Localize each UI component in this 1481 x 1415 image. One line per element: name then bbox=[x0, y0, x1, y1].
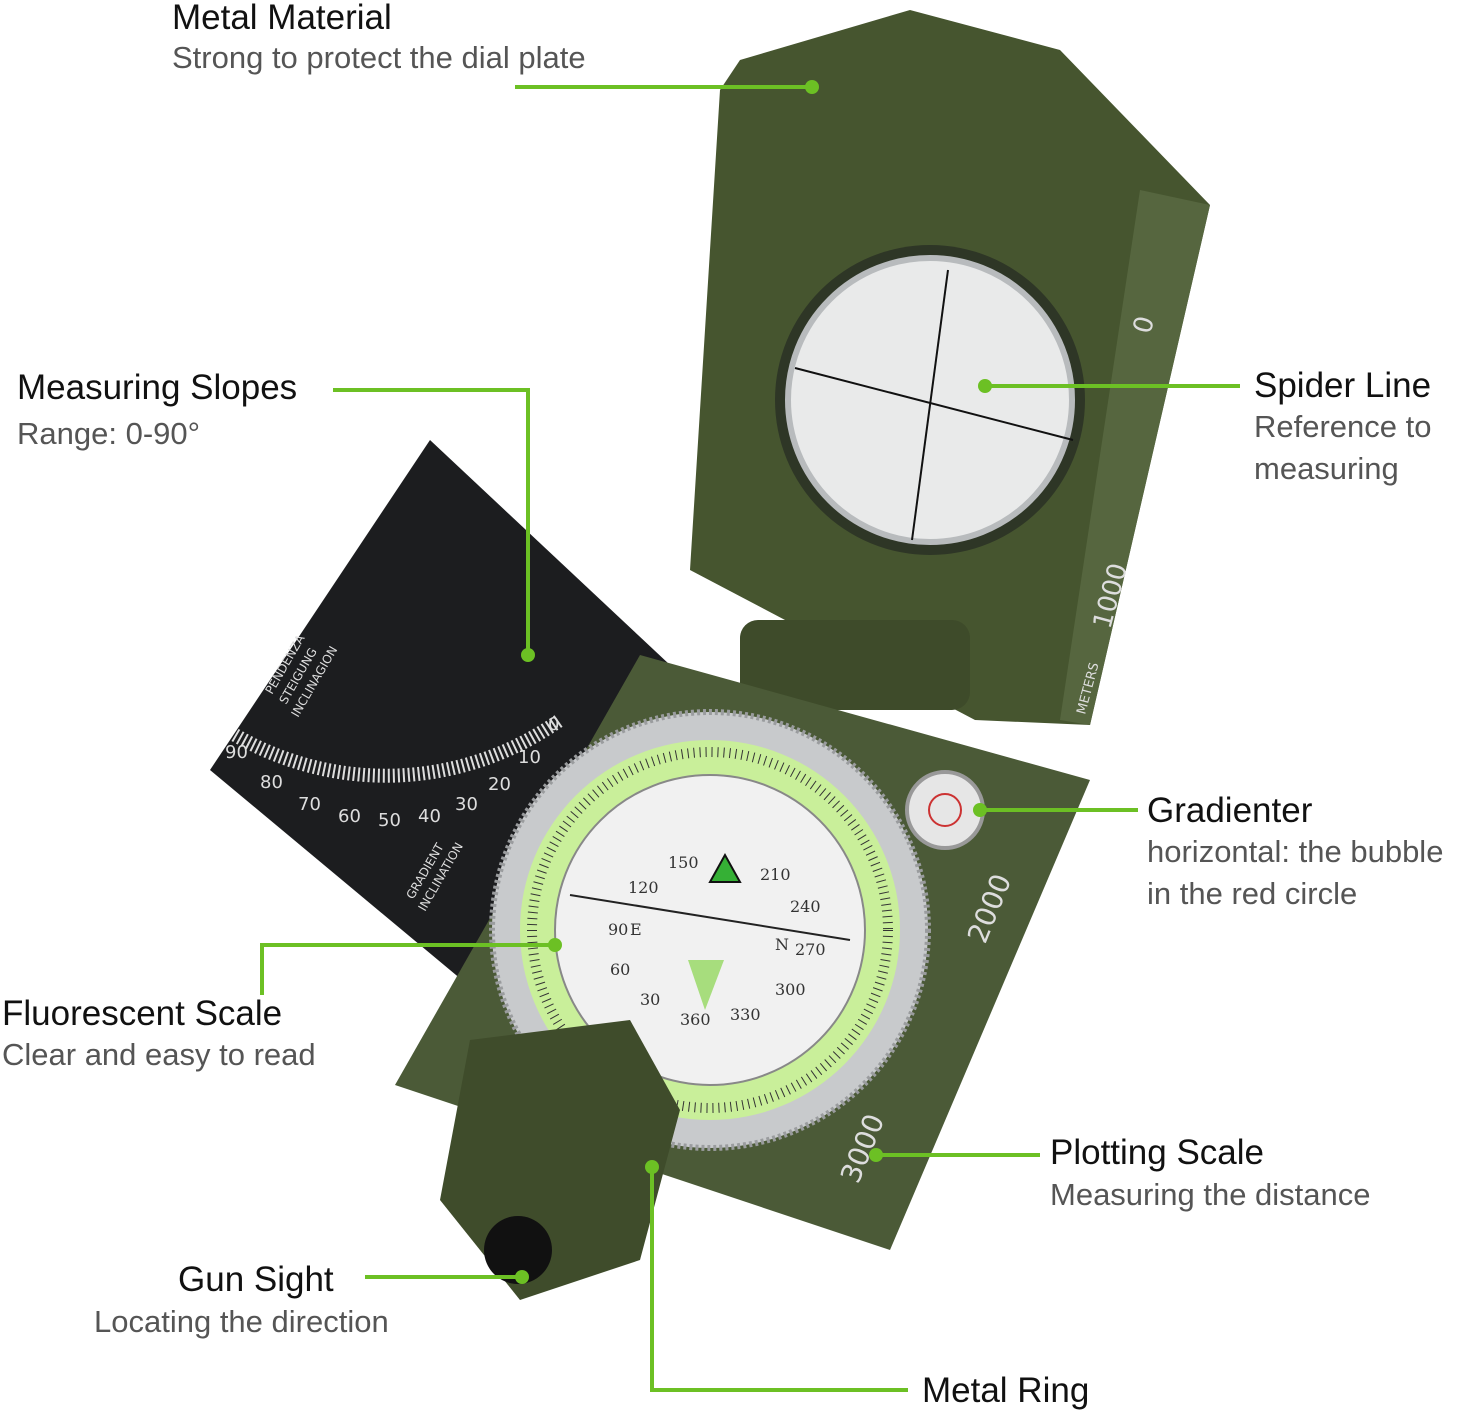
label-gun-sight-desc: Locating the direction bbox=[94, 1304, 389, 1339]
svg-text:30: 30 bbox=[640, 990, 660, 1009]
svg-text:50: 50 bbox=[378, 810, 401, 831]
lid-scale-0: 0 bbox=[1128, 313, 1161, 337]
svg-text:300: 300 bbox=[775, 980, 806, 999]
label-plotting-scale-desc: Measuring the distance bbox=[1050, 1177, 1371, 1212]
label-metal-ring-title: Metal Ring bbox=[922, 1371, 1090, 1410]
spider-line-horizontal bbox=[794, 367, 1074, 441]
svg-text:10: 10 bbox=[518, 747, 541, 768]
label-measuring-slopes-desc: Range: 0-90° bbox=[17, 416, 201, 451]
svg-text:120: 120 bbox=[628, 878, 659, 897]
label-spider-line-title: Spider Line bbox=[1254, 366, 1432, 405]
north-arrow bbox=[708, 852, 742, 883]
fluorescent-scale-ticks bbox=[527, 747, 893, 1113]
label-metal-material-desc: Strong to protect the dial plate bbox=[172, 40, 586, 75]
svg-text:360: 360 bbox=[680, 1010, 711, 1029]
needle-line bbox=[569, 894, 851, 941]
label-fluorescent-scale-desc: Clear and easy to read bbox=[2, 1037, 316, 1072]
svg-text:40: 40 bbox=[418, 806, 441, 827]
svg-text:60: 60 bbox=[338, 806, 361, 827]
dial-numbers: N E 360 30 60 90 120 150 210 240 270 300… bbox=[608, 853, 826, 1029]
svg-text:80: 80 bbox=[260, 772, 283, 793]
callout-measuring-slopes bbox=[333, 388, 530, 655]
label-spider-line-desc2: measuring bbox=[1254, 451, 1399, 486]
spider-line-vertical bbox=[911, 269, 949, 541]
svg-text:330: 330 bbox=[730, 1005, 761, 1024]
label-plotting-scale-title: Plotting Scale bbox=[1050, 1133, 1265, 1172]
svg-text:60: 60 bbox=[610, 960, 630, 979]
clinometer-numbers: 90 80 70 60 50 40 30 20 10 0 bbox=[225, 714, 559, 831]
svg-text:90: 90 bbox=[225, 742, 248, 763]
lid-scale-edge bbox=[1060, 190, 1210, 725]
svg-text:270: 270 bbox=[795, 940, 826, 959]
label-fluorescent-scale-title: Fluorescent Scale bbox=[2, 994, 283, 1033]
svg-text:150: 150 bbox=[668, 853, 699, 872]
svg-text:20: 20 bbox=[488, 774, 511, 795]
callout-lines bbox=[260, 85, 1240, 1392]
svg-text:90: 90 bbox=[608, 920, 628, 939]
svg-text:E: E bbox=[630, 920, 642, 939]
label-gradienter-desc1: horizontal: the bubble bbox=[1147, 834, 1444, 869]
label-spider-line-desc1: Reference to bbox=[1254, 409, 1432, 444]
svg-text:0: 0 bbox=[548, 714, 559, 735]
label-gradienter-desc2: in the red circle bbox=[1147, 876, 1358, 911]
south-arrow bbox=[688, 960, 724, 1010]
compass-card bbox=[554, 774, 866, 1086]
label-measuring-slopes-title: Measuring Slopes bbox=[17, 368, 298, 407]
callout-metal-ring bbox=[650, 1167, 908, 1392]
callout-fluorescent-scale bbox=[260, 943, 555, 995]
gun-sight-lens bbox=[484, 1216, 552, 1284]
callout-dots bbox=[515, 80, 992, 1284]
label-gradienter-title: Gradienter bbox=[1147, 791, 1313, 830]
bubble-level bbox=[905, 770, 985, 850]
svg-text:N: N bbox=[775, 935, 789, 954]
svg-text:240: 240 bbox=[790, 897, 821, 916]
label-metal-material-title: Metal Material bbox=[172, 0, 392, 37]
label-gun-sight-title: Gun Sight bbox=[178, 1260, 334, 1299]
svg-text:210: 210 bbox=[760, 865, 791, 884]
bubble-level-red-circle bbox=[928, 793, 962, 827]
svg-text:30: 30 bbox=[455, 794, 478, 815]
hinge bbox=[740, 620, 970, 710]
gun-sight-loop bbox=[440, 1020, 680, 1300]
svg-text:70: 70 bbox=[298, 794, 321, 815]
clinometer-scale bbox=[231, 714, 565, 783]
